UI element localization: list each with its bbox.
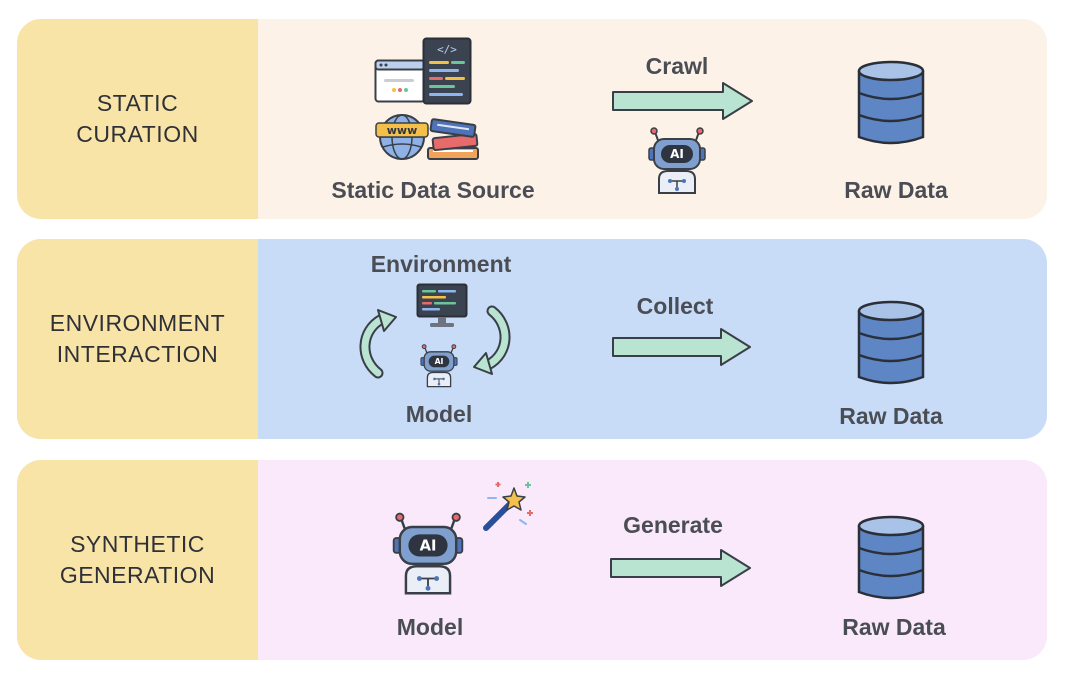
database-icon xyxy=(856,60,926,147)
source-label: Static Data Source xyxy=(331,177,535,203)
category-label-line2: INTERACTION xyxy=(56,341,219,367)
category-label-pane: SYNTHETIC GENERATION xyxy=(17,460,258,660)
ai-text: AI xyxy=(435,357,444,366)
ai-text: AI xyxy=(420,537,437,554)
category-label-line2: CURATION xyxy=(76,121,199,147)
content-pane: AI Model Generate xyxy=(258,460,1047,660)
row-static-curation: STATIC CURATION </> xyxy=(17,19,1047,219)
ai-text: AI xyxy=(670,147,684,161)
target-label: Raw Data xyxy=(844,177,948,203)
model-label: Model xyxy=(396,614,464,640)
category-label-pane: STATIC CURATION xyxy=(17,19,258,219)
cycle-arrow-right-icon xyxy=(472,305,516,377)
target-label: Raw Data xyxy=(842,614,946,640)
database-icon xyxy=(856,300,926,387)
books-icon xyxy=(425,114,483,162)
category-label-pane: ENVIRONMENT INTERACTION xyxy=(17,239,258,439)
action-label: Crawl xyxy=(645,53,709,79)
monitor-icon xyxy=(416,283,468,329)
model-label: Model xyxy=(405,401,473,427)
content-pane: </> www xyxy=(258,19,1047,219)
database-icon xyxy=(856,515,926,602)
code-file-icon: </> xyxy=(422,37,472,105)
right-arrow-icon xyxy=(611,327,753,367)
category-label-line2: GENERATION xyxy=(59,562,216,588)
right-arrow-icon xyxy=(609,548,753,588)
cycle-arrow-left-icon xyxy=(356,307,400,379)
right-arrow-icon xyxy=(611,81,755,121)
target-label: Raw Data xyxy=(839,403,943,429)
action-label: Generate xyxy=(623,512,723,538)
ai-robot-icon: AI xyxy=(419,343,459,389)
row-synthetic-generation: SYNTHETIC GENERATION AI xyxy=(17,460,1047,660)
row-environment-interaction: ENVIRONMENT INTERACTION Environment xyxy=(17,239,1047,439)
ai-robot-icon: AI xyxy=(390,512,466,596)
category-label-line1: SYNTHETIC xyxy=(70,531,205,557)
environment-label: Environment xyxy=(370,251,512,277)
magic-wand-icon xyxy=(480,478,536,534)
ai-robot-icon: AI xyxy=(646,127,708,195)
www-text: www xyxy=(387,124,418,137)
globe-www-icon: www xyxy=(375,111,429,161)
category-label-line1: ENVIRONMENT xyxy=(49,310,226,336)
content-pane: Environment xyxy=(258,239,1047,439)
action-label: Collect xyxy=(636,293,714,319)
svg-text:</>: </> xyxy=(437,43,457,56)
category-label-line1: STATIC xyxy=(96,90,179,116)
browser-window-icon xyxy=(374,59,426,103)
